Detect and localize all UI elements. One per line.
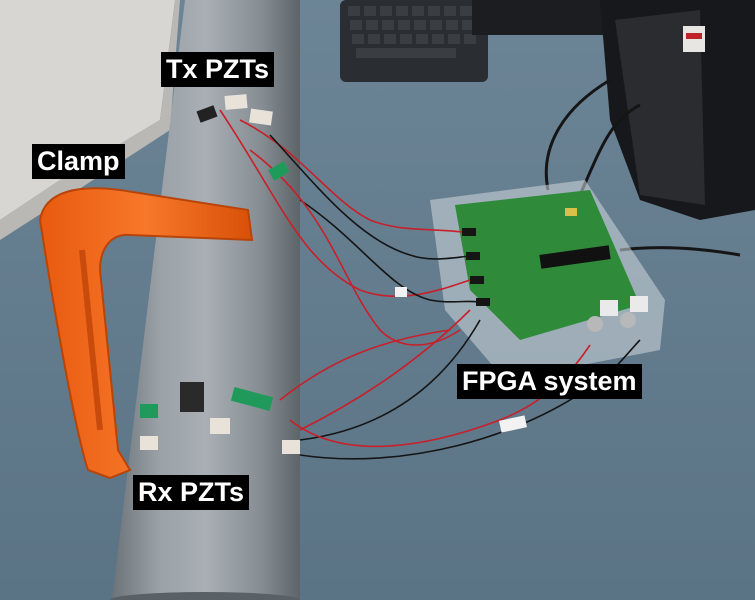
cable-tag <box>499 415 527 433</box>
usb-cables <box>544 78 741 257</box>
cable-tag <box>395 287 407 297</box>
sensor-wires <box>219 109 641 460</box>
steel-pipe <box>110 0 300 600</box>
fpga-board <box>430 180 665 380</box>
tx-pzt-patches <box>196 94 290 181</box>
wall-baseboard <box>0 0 180 240</box>
rx-pzts-label: Rx PZTs <box>133 475 250 510</box>
keyboard <box>340 0 488 82</box>
c-clamp <box>38 187 254 480</box>
computer-tower <box>472 0 755 220</box>
tx-pzts-label: Tx PZTs <box>161 52 275 87</box>
fpga-system-label: FPGA system <box>457 364 642 399</box>
clamp-label: Clamp <box>32 144 125 179</box>
rx-pzt-patches <box>140 382 300 454</box>
